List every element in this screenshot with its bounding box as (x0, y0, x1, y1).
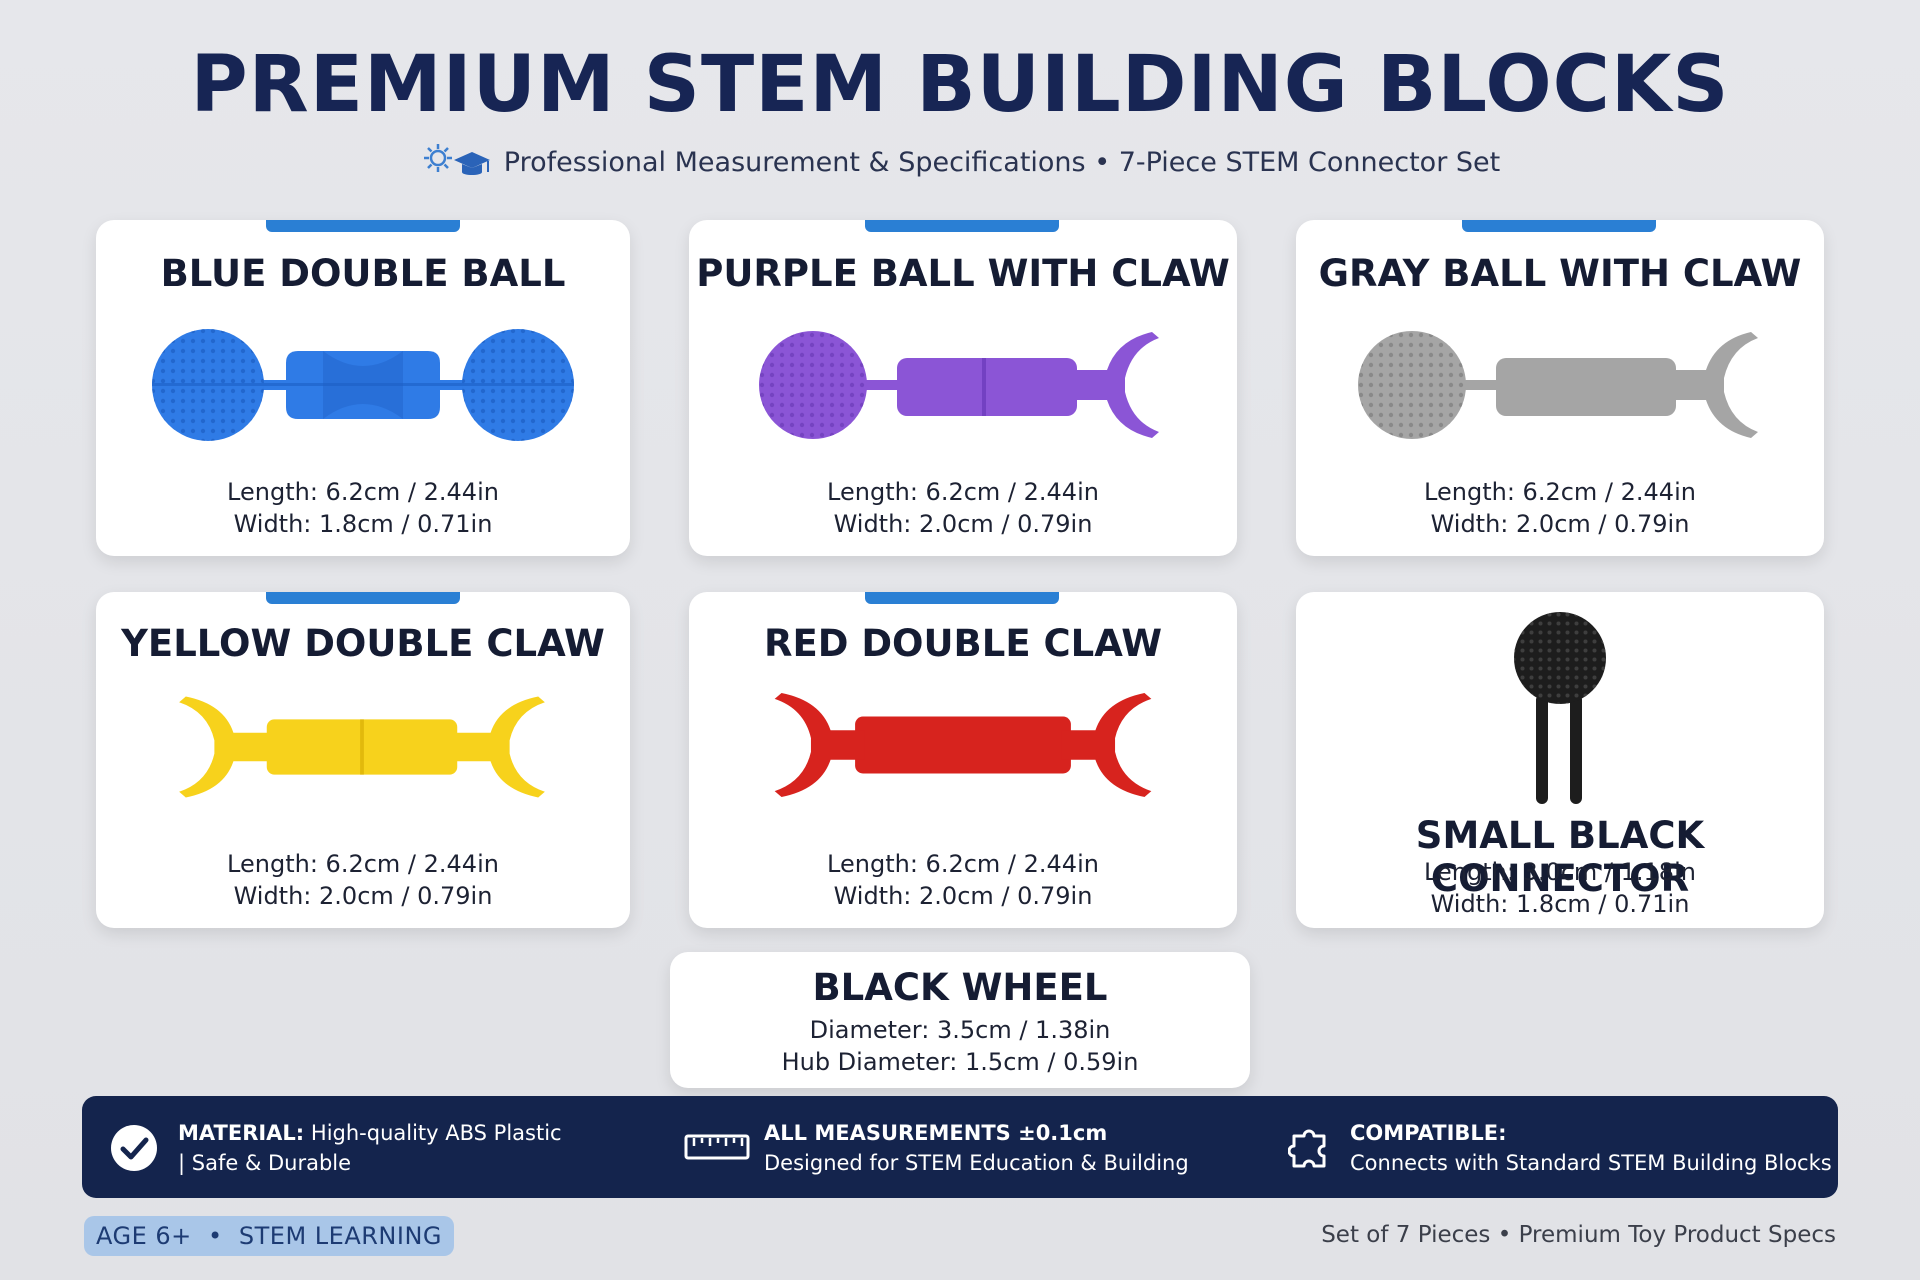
material-feature: MATERIAL: High-quality ABS Plastic | Saf… (110, 1118, 562, 1178)
product-card-small-black-connector[interactable]: SMALL BLACK CONNECTOR Length: 3.0cm / 1.… (1296, 592, 1824, 928)
red-double-claw-image (774, 693, 1152, 797)
width-spec: Width: 1.8cm / 0.71in (1430, 890, 1690, 918)
product-name: RED DOUBLE CLAW (763, 622, 1163, 665)
card-accent-tab (865, 592, 1059, 604)
compatible-feature: COMPATIBLE: Connects with Standard STEM … (1288, 1118, 1832, 1178)
width-spec: Width: 2.0cm / 0.79in (833, 510, 1093, 538)
length-spec: Length: 6.2cm / 2.44in (1424, 478, 1696, 506)
width-spec: Width: 2.0cm / 0.79in (1430, 510, 1690, 538)
small-black-connector-image (1514, 612, 1606, 804)
length-spec: Length: 3.0cm / 1.18in (1424, 858, 1696, 886)
purple-ball-with-claw-image (759, 331, 1159, 439)
product-name: YELLOW DOUBLE CLAW (121, 622, 605, 665)
material-text-2: | Safe & Durable (178, 1151, 352, 1175)
checkmark-circle-icon (111, 1125, 157, 1171)
measurement-text: Designed for STEM Education & Building (764, 1151, 1189, 1175)
compatible-title: COMPATIBLE: (1350, 1121, 1507, 1145)
material-title: MATERIAL: (178, 1121, 305, 1145)
card-accent-tab (1462, 220, 1656, 232)
width-spec: Width: 1.8cm / 0.71in (233, 510, 493, 538)
info-banner: MATERIAL: High-quality ABS Plastic | Saf… (82, 1096, 1838, 1198)
age-badge: AGE 6+ • STEM LEARNING (84, 1216, 454, 1256)
product-card-black-wheel[interactable]: BLACK WHEEL Diameter: 3.5cm / 1.38in Hub… (670, 952, 1250, 1088)
length-spec: Length: 6.2cm / 2.44in (827, 850, 1099, 878)
product-name: SMALL BLACK CONNECTOR (1415, 814, 1705, 900)
product-name: GRAY BALL WITH CLAW (1318, 252, 1802, 295)
hub-diameter-spec: Hub Diameter: 1.5cm / 0.59in (781, 1048, 1139, 1076)
diameter-spec: Diameter: 3.5cm / 1.38in (809, 1016, 1111, 1044)
product-name: BLACK WHEEL (812, 966, 1108, 1009)
width-spec: Width: 2.0cm / 0.79in (833, 882, 1093, 910)
product-card-yellow-double-claw[interactable]: YELLOW DOUBLE CLAW Length: 6.2cm / 2.44i… (96, 592, 630, 928)
page-title: PREMIUM STEM BUILDING BLOCKS (190, 40, 1730, 130)
measurement-title: ALL MEASUREMENTS ±0.1cm (764, 1121, 1108, 1145)
product-name: BLUE DOUBLE BALL (160, 252, 566, 295)
ruler-icon (684, 1134, 750, 1160)
yellow-double-claw-image (179, 696, 545, 798)
card-accent-tab (865, 220, 1059, 232)
length-spec: Length: 6.2cm / 2.44in (827, 478, 1099, 506)
length-spec: Length: 6.2cm / 2.44in (227, 478, 499, 506)
puzzle-piece-icon (1288, 1129, 1326, 1168)
product-card-red-double-claw[interactable]: RED DOUBLE CLAW Length: 6.2cm / 2.44in W… (689, 592, 1237, 928)
product-name: PURPLE BALL WITH CLAW (696, 252, 1230, 295)
product-card-blue-double-ball[interactable]: BLUE DOUBLE BALL Length: 6.2cm / 2.44in … (96, 220, 630, 556)
footer-note: Set of 7 Pieces • Premium Toy Product Sp… (1321, 1222, 1836, 1248)
compatible-text: Connects with Standard STEM Building Blo… (1350, 1151, 1832, 1175)
card-accent-tab (266, 220, 460, 232)
width-spec: Width: 2.0cm / 0.79in (233, 882, 493, 910)
subtitle-text: Professional Measurement & Specification… (503, 146, 1501, 178)
measurement-feature: ALL MEASUREMENTS ±0.1cm Designed for STE… (684, 1118, 1189, 1178)
length-spec: Length: 6.2cm / 2.44in (227, 850, 499, 878)
blue-double-ball-image (152, 329, 574, 441)
gear-graduation-cap-icon (423, 144, 490, 175)
material-text: High-quality ABS Plastic (310, 1121, 562, 1145)
gray-ball-with-claw-image (1358, 331, 1758, 439)
product-card-gray-ball-with-claw[interactable]: GRAY BALL WITH CLAW Length: 6.2cm / 2.44… (1296, 220, 1824, 556)
subtitle: Professional Measurement & Specification… (0, 140, 1920, 184)
product-card-purple-ball-with-claw[interactable]: PURPLE BALL WITH CLAW Length: 6.2cm / 2.… (689, 220, 1237, 556)
card-accent-tab (266, 592, 460, 604)
